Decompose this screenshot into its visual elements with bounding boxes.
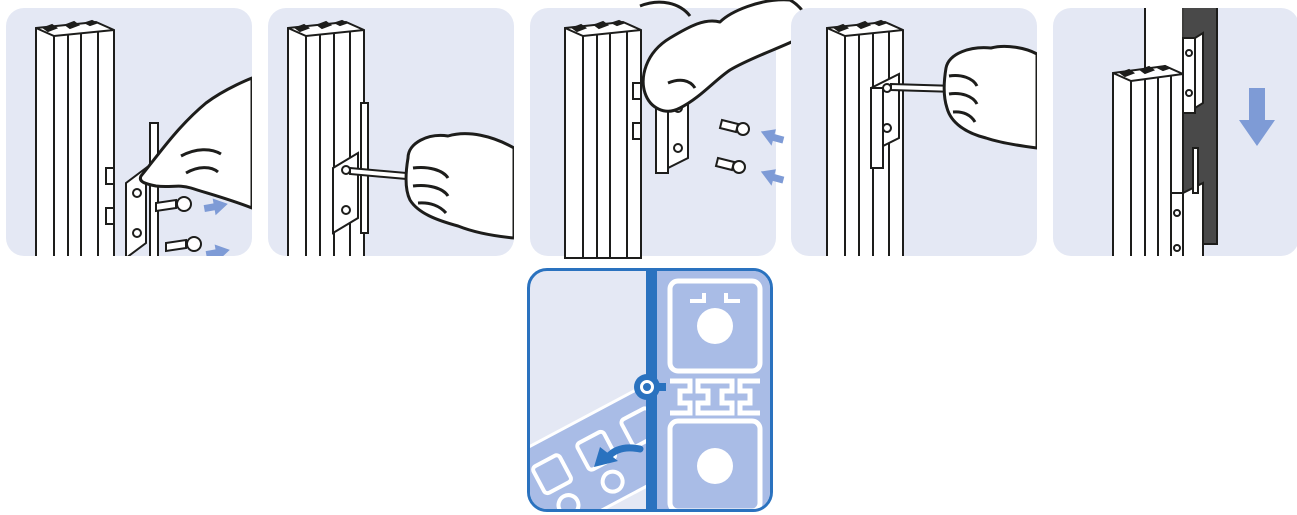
step-4-panel [791, 8, 1037, 256]
step-1-panel [6, 8, 252, 256]
screw-icon [716, 120, 749, 173]
detail-view [527, 268, 773, 512]
hinge-plate [126, 123, 158, 256]
screw-icon [156, 197, 201, 251]
step-2-panel [268, 8, 514, 256]
aluminum-profile [36, 21, 114, 256]
step-1-illustration [6, 8, 252, 256]
aluminum-profile [565, 21, 641, 258]
detail-illustration [530, 271, 770, 509]
step-3-illustration [530, 8, 776, 256]
insert-arrow-icon [758, 126, 786, 189]
step-3-panel [530, 8, 776, 256]
step-2-illustration [268, 8, 514, 256]
down-arrow-icon [1239, 88, 1275, 146]
profile-cross-section [656, 271, 770, 509]
step-5-illustration [1053, 8, 1297, 256]
fist-icon [406, 134, 514, 238]
hand-icon [640, 0, 807, 111]
step-4-illustration [791, 8, 1037, 256]
fist-icon [944, 46, 1037, 148]
step-5-panel [1053, 8, 1297, 256]
insert-arrow-icon [203, 196, 232, 256]
